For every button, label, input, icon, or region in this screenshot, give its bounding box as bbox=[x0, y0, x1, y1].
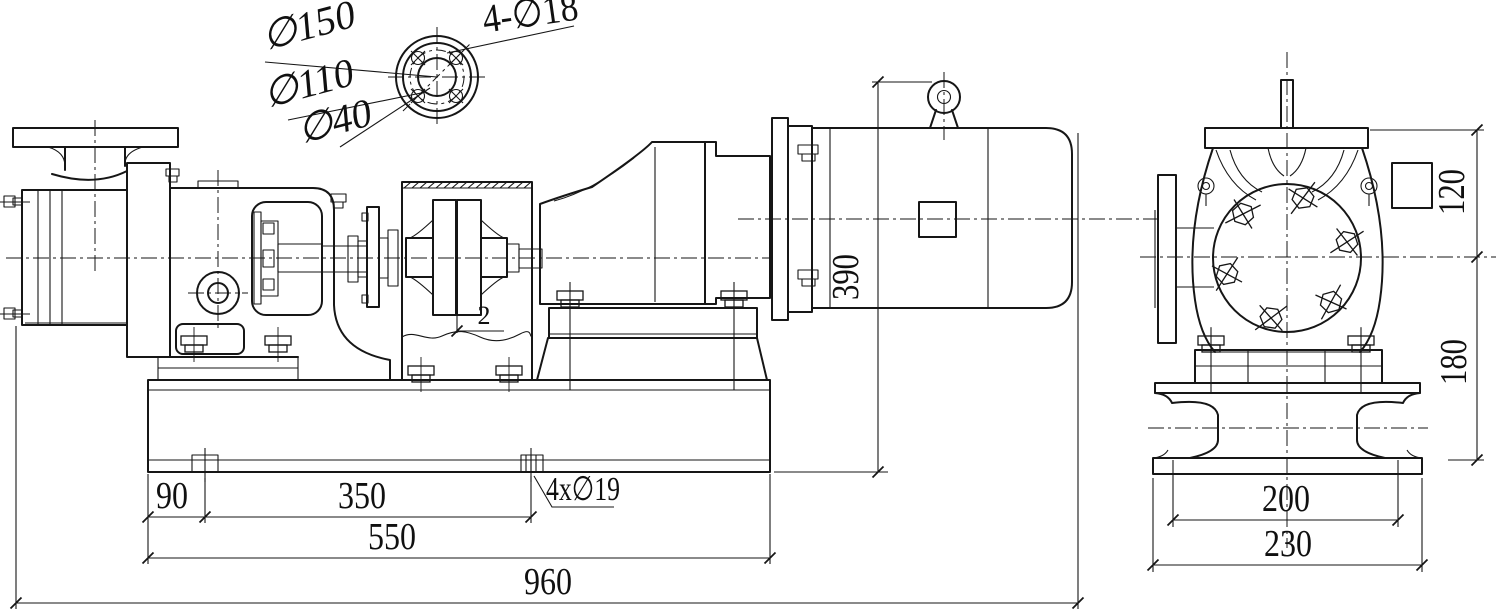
dim-200: 200 bbox=[1262, 478, 1310, 520]
side-view-dimensions: 90 350 4x∅19 550 960 390 2 bbox=[9, 75, 1085, 610]
gearbox bbox=[536, 141, 771, 390]
dim-550: 550 bbox=[368, 516, 416, 558]
dim-230: 230 bbox=[1264, 523, 1312, 565]
dim-coupling-gap: 2 bbox=[478, 301, 491, 330]
pump-casing bbox=[0, 162, 391, 381]
end-view-dimensions: 120 180 200 230 bbox=[1146, 123, 1484, 572]
dim-960: 960 bbox=[524, 561, 572, 603]
dim-90: 90 bbox=[156, 475, 188, 517]
end-view-port-box bbox=[1391, 162, 1433, 209]
dim-390: 390 bbox=[825, 254, 867, 300]
end-view-housing bbox=[1154, 79, 1433, 394]
dim-350: 350 bbox=[338, 475, 386, 517]
motor bbox=[771, 72, 1073, 321]
end-view: 120 180 200 230 bbox=[1140, 52, 1496, 572]
motor-eyebolt bbox=[927, 72, 961, 140]
baseplate bbox=[147, 379, 771, 482]
side-view: 90 350 4x∅19 550 960 390 2 bbox=[0, 72, 1162, 610]
label-base-holes: 4x∅19 bbox=[546, 471, 620, 508]
dim-120: 120 bbox=[1431, 169, 1473, 215]
dim-180: 180 bbox=[1433, 339, 1475, 385]
